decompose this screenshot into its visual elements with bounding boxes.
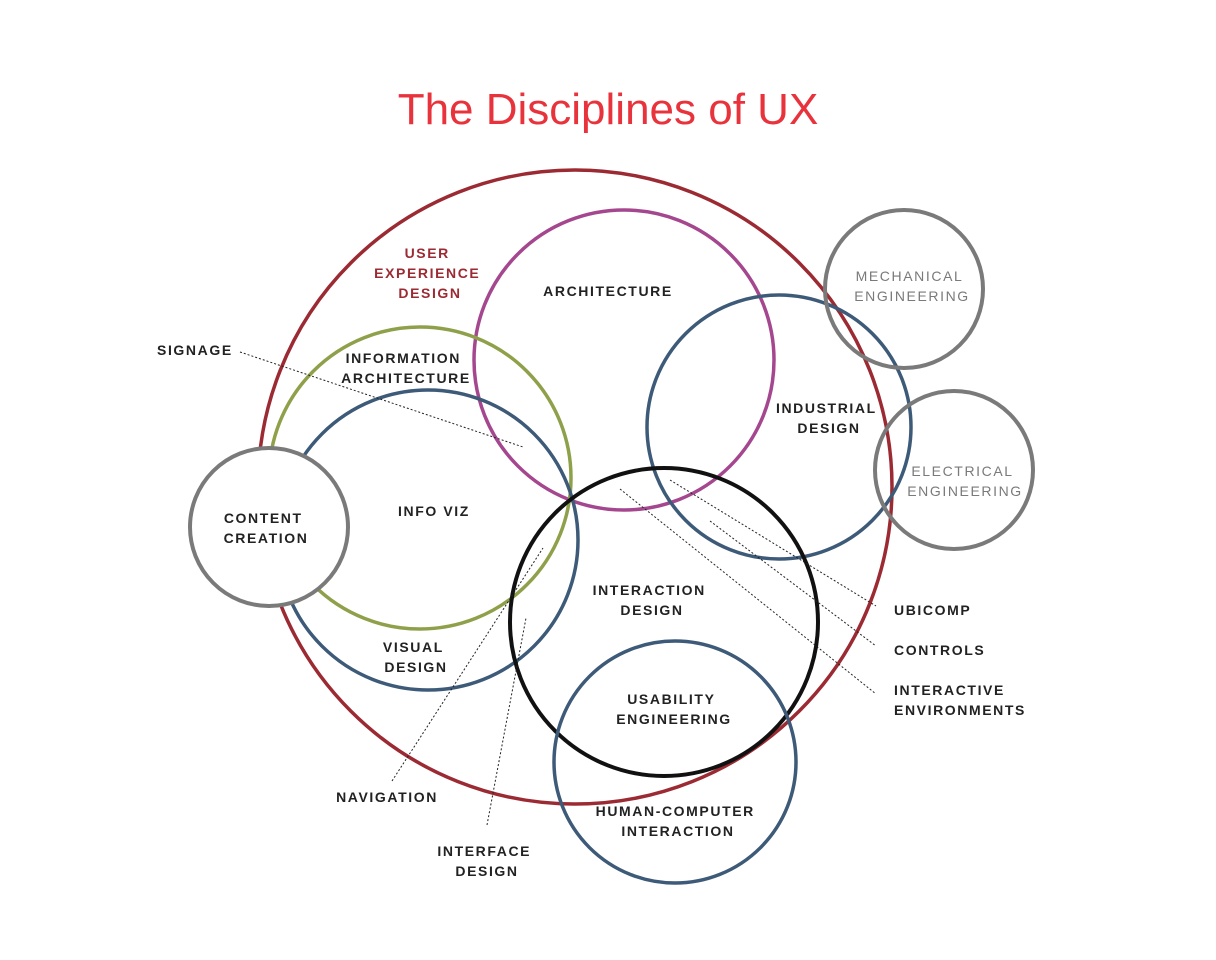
circle-user-experience-design: [256, 168, 894, 806]
label-interaction-design: INTERACTION DESIGN: [593, 582, 712, 618]
label-user-experience-design: USER EXPERIENCE DESIGN: [374, 245, 486, 301]
leader-interface-design: [486, 617, 527, 826]
label-ubicomp: UBICOMP: [894, 602, 971, 618]
label-architecture: ARCHITECTURE: [543, 283, 673, 299]
label-industrial-design: INDUSTRIAL DESIGN: [776, 400, 882, 436]
diagram-title: The Disciplines of UX: [398, 85, 819, 134]
label-interactive-environments: INTERACTIVE ENVIRONMENTS: [894, 682, 1026, 718]
circle-content-creation: [188, 446, 350, 608]
circle-industrial-design: [645, 293, 913, 561]
leader-interactive-environments: [619, 488, 877, 695]
label-visual-design: VISUAL DESIGN: [383, 639, 449, 675]
label-signage: SIGNAGE: [157, 342, 233, 358]
circle-human-computer-interaction: [552, 639, 798, 885]
label-interface-design: INTERFACE DESIGN: [437, 843, 536, 879]
circle-architecture: [472, 208, 776, 512]
label-content-creation: CONTENT CREATION: [224, 510, 309, 546]
label-navigation: NAVIGATION: [336, 789, 438, 805]
label-human-computer-interaction: HUMAN-COMPUTER INTERACTION: [596, 803, 761, 839]
leader-ubicomp: [669, 479, 877, 607]
circle-electrical-engineering: [873, 389, 1035, 551]
label-usability-engineering: USABILITY ENGINEERING: [616, 691, 732, 727]
leader-signage: [239, 351, 524, 448]
label-information-architecture: INFORMATION ARCHITECTURE: [341, 350, 471, 386]
label-mechanical-engineering: MECHANICAL ENGINEERING: [854, 268, 970, 304]
circle-interaction-design: [508, 466, 820, 778]
circle-mechanical-engineering: [823, 208, 985, 370]
label-electrical-engineering: ELECTRICAL ENGINEERING: [907, 463, 1023, 499]
label-controls: CONTROLS: [894, 642, 985, 658]
leader-controls: [709, 520, 877, 647]
label-info-viz: INFO VIZ: [398, 503, 470, 519]
